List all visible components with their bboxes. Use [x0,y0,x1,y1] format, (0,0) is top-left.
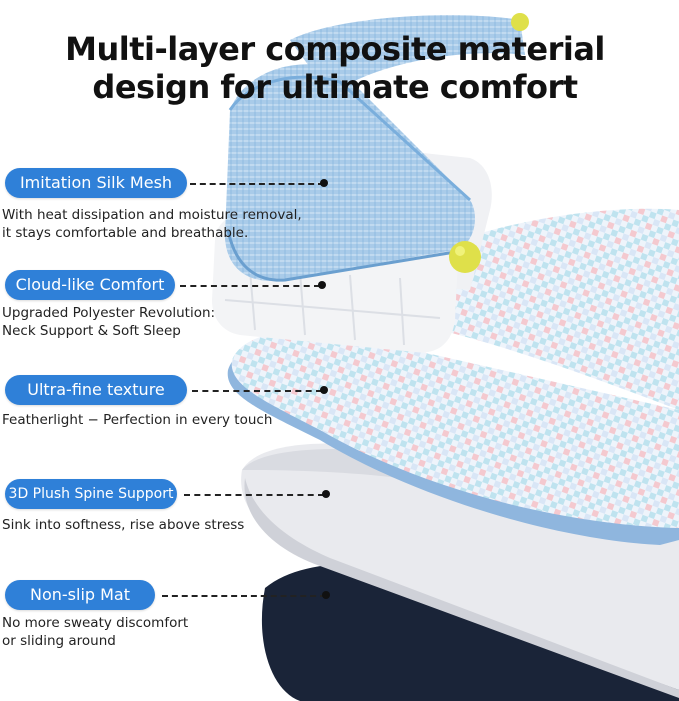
label-cloud-like-comfort: Cloud-like Comfort [5,270,175,300]
desc-cloud-like-comfort: Upgraded Polyester Revolution: Neck Supp… [2,304,215,340]
yellow-ball-mid [449,241,481,273]
label-non-slip-mat: Non-slip Mat [5,580,155,610]
leader-line-spine-support [184,494,324,496]
leader-dot-cloud-comfort [318,281,326,289]
desc-ultra-fine-texture: Featherlight − Perfection in every touch [2,411,272,429]
desc-non-slip-mat: No more sweaty discomfort or sliding aro… [2,614,188,650]
page-title: Multi-layer composite material design fo… [60,30,610,106]
desc-line: it stays comfortable and breathable. [2,225,249,241]
title-line-2: design for ultimate comfort [92,68,578,106]
leader-dot-silk-mesh [320,179,328,187]
leader-line-ultra-fine [192,390,322,392]
desc-line: Featherlight − Perfection in every touch [2,412,273,428]
label-imitation-silk-mesh: Imitation Silk Mesh [5,168,187,198]
label-3d-plush-spine-support: 3D Plush Spine Support [5,479,177,509]
desc-line: or sliding around [2,633,116,649]
desc-imitation-silk-mesh: With heat dissipation and moisture remov… [2,206,302,242]
leader-dot-non-slip [322,591,330,599]
silk-mesh-layer [225,15,525,282]
leader-line-cloud-comfort [180,285,320,287]
leader-dot-spine-support [322,490,330,498]
desc-line: Upgraded Polyester Revolution: [2,305,216,321]
desc-line: With heat dissipation and moisture remov… [2,207,302,223]
ultra-fine-texture-layer [227,331,679,545]
leader-line-non-slip [162,595,326,597]
yellow-ball-highlight [455,246,465,256]
desc-line: Sink into softness, rise above stress [2,517,245,533]
checkered-panel [430,208,679,410]
title-line-1: Multi-layer composite material [65,30,605,68]
label-ultra-fine-texture: Ultra-fine texture [5,375,187,405]
desc-line: No more sweaty discomfort [2,615,189,631]
leader-line-silk-mesh [190,183,324,185]
desc-line: Neck Support & Soft Sleep [2,323,181,339]
desc-3d-plush-spine-support: Sink into softness, rise above stress [2,516,244,534]
yellow-ball-top [511,13,529,31]
leader-dot-ultra-fine [320,386,328,394]
